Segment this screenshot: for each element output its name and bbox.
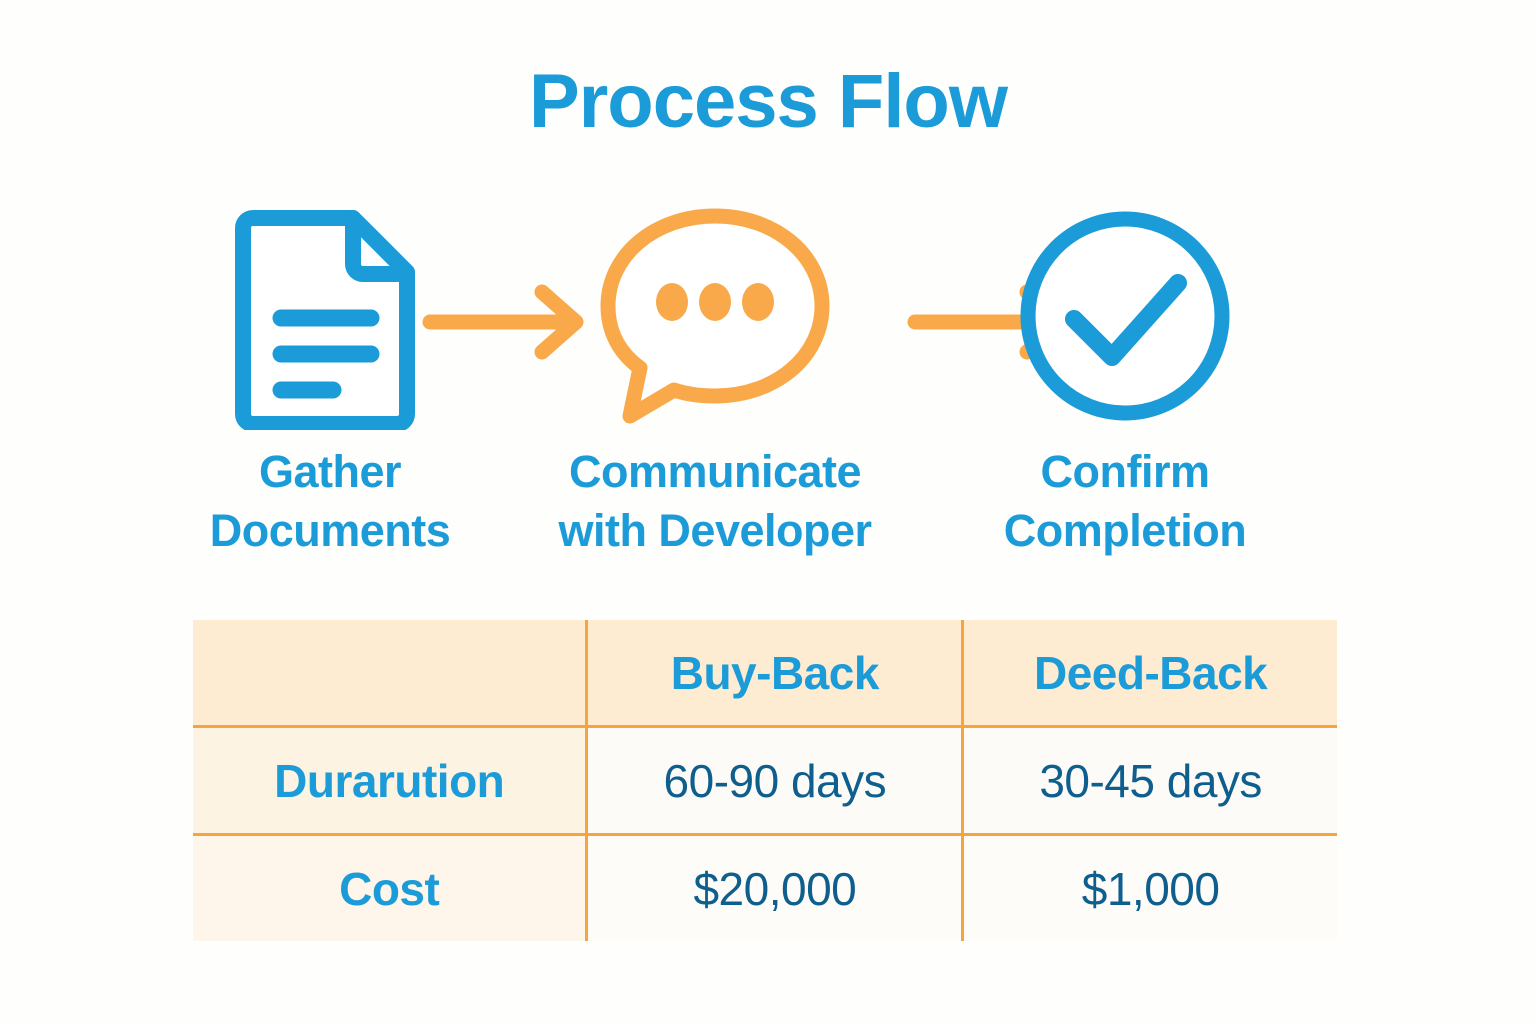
page-title: Process Flow xyxy=(529,59,1008,144)
table-row: Durarution 60-90 days 30-45 days xyxy=(193,726,1337,836)
flow-step-label-line1: Gather xyxy=(258,446,402,497)
flow-step-gather-documents: Gather Documents xyxy=(160,196,500,586)
table-cell-value: $20,000 xyxy=(693,862,857,915)
table-header-label: Buy-Back xyxy=(670,646,880,699)
table-row-label-cell: Cost xyxy=(193,834,587,941)
table-cell-duration-deed-back: 30-45 days xyxy=(961,726,1337,836)
flow-step-label: Communicate with Developer xyxy=(545,442,885,561)
process-flow-diagram: Gather Documents Communicate xyxy=(120,196,1420,586)
comparison-table: Buy-Back Deed-Back Durarution 60-90 days… xyxy=(193,620,1337,941)
flow-step-label-line2: Documents xyxy=(209,505,451,557)
flow-step-label-line2: Completion xyxy=(1003,505,1247,557)
document-icon xyxy=(160,196,500,436)
table-row-label-cell: Durarution xyxy=(193,726,587,836)
table-cell-cost-deed-back: $1,000 xyxy=(961,834,1337,941)
table-header-corner-cell xyxy=(193,620,587,728)
table-cell-cost-buy-back: $20,000 xyxy=(585,834,963,941)
flow-step-label: Confirm Completion xyxy=(955,442,1295,561)
arrow-right-icon xyxy=(420,282,600,362)
table-header-cell-deed-back: Deed-Back xyxy=(961,620,1337,728)
table-cell-value: 60-90 days xyxy=(663,754,887,807)
table-header-row: Buy-Back Deed-Back xyxy=(193,620,1337,728)
flow-step-label: Gather Documents xyxy=(160,442,500,561)
flow-step-communicate-with-developer: Communicate with Developer xyxy=(545,196,885,586)
table-cell-value: $1,000 xyxy=(1081,862,1220,915)
flow-step-label-line2: with Developer xyxy=(558,505,872,557)
table-cell-value: 30-45 days xyxy=(1039,754,1262,807)
table-header-cell-buy-back: Buy-Back xyxy=(585,620,963,728)
table-row-label: Durarution xyxy=(274,754,505,807)
table-header-label: Deed-Back xyxy=(1033,646,1268,699)
check-circle-icon xyxy=(955,196,1295,436)
table-row-label: Cost xyxy=(339,862,440,915)
flow-step-confirm-completion: Confirm Completion xyxy=(955,196,1295,586)
table-row: Cost $20,000 $1,000 xyxy=(193,834,1337,941)
flow-step-label-line1: Communicate xyxy=(568,446,862,497)
table-cell-duration-buy-back: 60-90 days xyxy=(585,726,963,836)
speech-bubble-icon xyxy=(545,196,885,436)
flow-step-label-line1: Confirm xyxy=(1040,446,1211,497)
